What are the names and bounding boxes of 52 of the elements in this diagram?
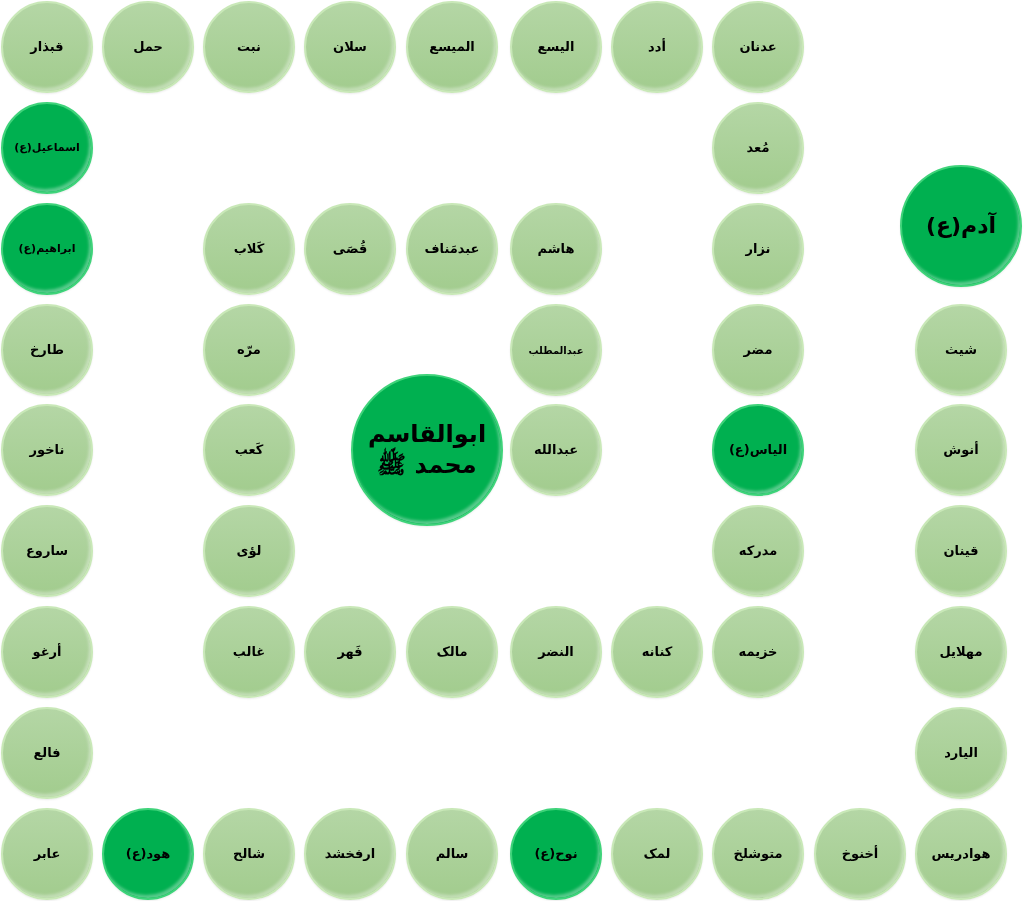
name-text: لمک xyxy=(643,845,671,863)
name-text: فَهر xyxy=(337,643,363,661)
name-text: آدم(ع) xyxy=(925,211,997,240)
name-text: هود(ع) xyxy=(125,845,171,863)
name-text: مالک xyxy=(436,643,468,661)
name-text: هاشم xyxy=(537,240,575,258)
name-text: الیارد xyxy=(944,744,978,762)
name-text: شیث xyxy=(945,341,977,359)
name-text: هوادریس xyxy=(931,845,991,863)
name-text: عبدالمطلب xyxy=(528,343,584,357)
name-text: أرغو xyxy=(32,643,62,661)
name-text: عبدمَناف xyxy=(424,240,480,258)
name-text: أخنوخ xyxy=(841,845,879,863)
name-text: غالب xyxy=(232,643,266,661)
name-text: مدرکه xyxy=(738,542,778,560)
name-text: لؤی xyxy=(236,542,262,560)
name-text: کَلاب xyxy=(233,240,265,258)
name-text: نزار xyxy=(745,240,771,258)
name-text: متوشلخ xyxy=(733,845,783,863)
name-text: اسماعیل(ع) xyxy=(14,140,80,156)
name-text: ابراهیم(ع) xyxy=(18,241,76,257)
name-text: مضر xyxy=(743,341,773,359)
name-text: عدنان xyxy=(739,38,777,56)
name-text: النضر xyxy=(538,643,574,661)
name-text: کنانه xyxy=(641,643,673,661)
name-text: نبت xyxy=(237,38,261,56)
name-text: عبدالله xyxy=(533,441,579,459)
name-text: سالم xyxy=(435,845,469,863)
name-text: قینان xyxy=(943,542,979,560)
name-text: عابر xyxy=(33,845,61,863)
name-text: الیاس(ع) xyxy=(728,441,788,459)
name-text: فالع xyxy=(33,744,61,762)
name-text: ارفخشد xyxy=(324,845,376,863)
name-text: أدد xyxy=(648,38,666,56)
name-text: حمل xyxy=(133,38,163,56)
name-text: نوح(ع) xyxy=(534,845,578,863)
name-text: قُصَی xyxy=(332,240,368,258)
name-text: مهلایل xyxy=(939,643,983,661)
name-text: ناخور xyxy=(29,441,65,459)
name-text: ابوالقاسم محمد ﷺ xyxy=(366,418,488,481)
name-text: کَعب xyxy=(234,441,264,459)
name-text: مرّه xyxy=(237,341,261,359)
name-text: المیسع xyxy=(429,38,475,56)
name-text: شالح xyxy=(233,845,265,863)
name-text: ساروع xyxy=(25,542,69,560)
name-text: سلان xyxy=(333,38,367,56)
name-text: طارخ xyxy=(30,341,64,359)
name-text: الیسع xyxy=(537,38,575,56)
name-text: أنوش xyxy=(943,441,979,459)
name-text: قبذار xyxy=(30,38,64,56)
name-text: خزیمه xyxy=(738,643,778,661)
name-text: مُعد xyxy=(746,139,770,157)
